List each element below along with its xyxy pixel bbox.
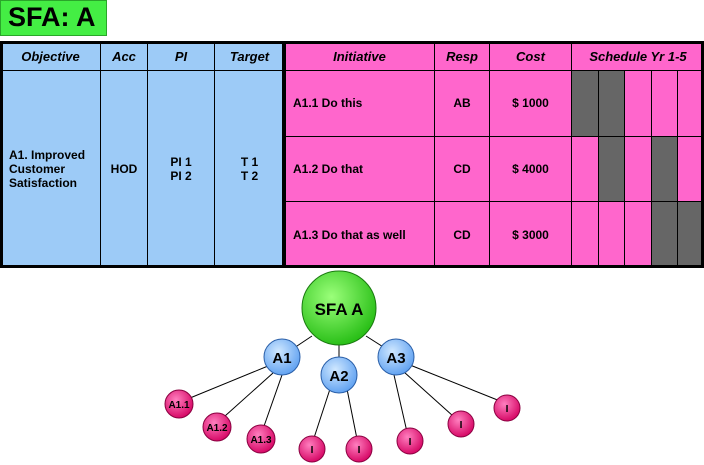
schedule-year-2 xyxy=(597,71,625,136)
page-title: SFA: A xyxy=(8,2,96,32)
node-label: A3 xyxy=(386,350,405,367)
node-label: A2 xyxy=(329,368,348,385)
leaf-node: A1.2 xyxy=(202,412,232,442)
hierarchy-diagram: SFA A A1 A2 A3 A1.1 A1.2 A1.3 I I I I xyxy=(164,270,521,463)
header-target: Target xyxy=(214,41,285,71)
leaf-label: I xyxy=(358,445,361,456)
initiative-cell: A1.3 Do that as well xyxy=(284,201,435,268)
schedule-year-1 xyxy=(572,202,598,267)
header-row: Objective Acc PI Target Initiative Resp … xyxy=(0,41,704,71)
schedule-year-5 xyxy=(677,71,704,136)
leaf-label: A1.2 xyxy=(206,423,228,434)
resp-cell: AB xyxy=(434,70,490,137)
schedule-year-5 xyxy=(677,202,704,267)
leaf-node: A1.3 xyxy=(246,424,276,454)
leaf-node: I xyxy=(396,427,424,455)
schedule-year-3 xyxy=(624,136,651,202)
schedule-year-1 xyxy=(572,71,598,136)
pi-value: PI 2 xyxy=(170,169,192,183)
leaf-label: I xyxy=(409,437,412,448)
header-pi: PI xyxy=(147,41,215,71)
target-cell: T 1 T 2 xyxy=(214,70,285,268)
node-label: A1 xyxy=(272,350,291,367)
leaf-node: I xyxy=(345,435,373,463)
connectors xyxy=(189,335,501,445)
schedule-cell xyxy=(571,70,704,137)
mid-node-a1: A1 xyxy=(263,338,301,376)
root-node: SFA A xyxy=(301,270,377,346)
table-divider xyxy=(282,41,286,268)
schedule-cell xyxy=(571,201,704,268)
cost-cell: $ 3000 xyxy=(489,201,572,268)
leaf-node: I xyxy=(447,410,475,438)
pi-cell: PI 1 PI 2 xyxy=(147,70,215,268)
root-label: SFA A xyxy=(315,300,364,319)
schedule-year-5 xyxy=(677,136,704,202)
leaf-label: A1.1 xyxy=(168,400,190,411)
header-schedule: Schedule Yr 1-5 xyxy=(571,41,704,71)
target-value: T 2 xyxy=(240,169,259,183)
schedule-grid xyxy=(572,202,704,267)
schedule-year-1 xyxy=(572,136,598,202)
sfa-table: Objective Acc PI Target Initiative Resp … xyxy=(0,41,704,268)
header-initiative: Initiative xyxy=(284,41,435,71)
leaf-label: I xyxy=(311,445,314,456)
schedule-year-4 xyxy=(650,71,678,136)
mid-node-a2: A2 xyxy=(320,356,358,394)
cost-cell: $ 4000 xyxy=(489,135,572,203)
leaf-label: I xyxy=(460,420,463,431)
schedule-grid xyxy=(572,71,704,136)
header-acc: Acc xyxy=(100,41,148,71)
title-box: SFA: A xyxy=(0,0,107,36)
schedule-year-2 xyxy=(597,202,625,267)
leaf-node: A1.1 xyxy=(164,389,194,419)
header-objective: Objective xyxy=(0,41,101,71)
leaf-node: I xyxy=(493,394,521,422)
leaf-label: I xyxy=(506,404,509,415)
cost-cell: $ 1000 xyxy=(489,70,572,137)
leaf-label: A1.3 xyxy=(250,435,272,446)
acc-cell: HOD xyxy=(100,70,148,268)
schedule-grid xyxy=(572,136,704,202)
header-cost: Cost xyxy=(489,41,572,71)
schedule-year-4 xyxy=(650,136,678,202)
objective-cell: A1. Improved Customer Satisfaction xyxy=(0,70,101,268)
target-value: T 1 xyxy=(240,155,259,169)
schedule-year-3 xyxy=(624,71,651,136)
resp-cell: CD xyxy=(434,201,490,268)
schedule-year-4 xyxy=(650,202,678,267)
header-resp: Resp xyxy=(434,41,490,71)
initiative-cell: A1.1 Do this xyxy=(284,70,435,137)
schedule-year-3 xyxy=(624,202,651,267)
mid-node-a3: A3 xyxy=(377,338,415,376)
table-row: A1.3 Do that as well CD $ 3000 xyxy=(1,201,704,268)
schedule-year-2 xyxy=(597,136,625,202)
initiative-cell: A1.2 Do that xyxy=(284,135,435,203)
leaf-node: I xyxy=(298,435,326,463)
schedule-cell xyxy=(571,135,704,203)
resp-cell: CD xyxy=(434,135,490,203)
pi-value: PI 1 xyxy=(170,155,192,169)
table-row: A1.2 Do that CD $ 4000 xyxy=(1,135,704,203)
table-row: A1. Improved Customer Satisfaction HOD P… xyxy=(0,70,704,268)
